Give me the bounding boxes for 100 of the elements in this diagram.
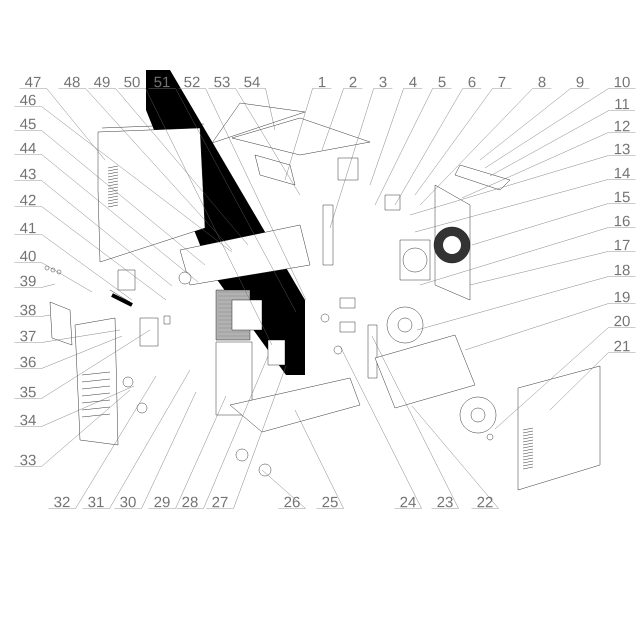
leader-line [41, 234, 132, 300]
leader-line [85, 88, 232, 250]
leader-line [265, 88, 276, 130]
callout-number: 53 [208, 76, 236, 89]
callout-number: 33 [14, 454, 42, 467]
leader-line [115, 88, 248, 246]
callout-number: 11 [608, 98, 636, 111]
callout-number: 20 [608, 316, 636, 328]
leader-line [233, 366, 286, 509]
callout-number: 29 [148, 496, 176, 509]
callout-number: 4 [403, 76, 423, 89]
leader-line [340, 346, 422, 509]
leader-line [141, 392, 196, 509]
leader-line [41, 330, 120, 343]
callout-number: 8 [532, 76, 552, 89]
leader-line [41, 386, 134, 427]
callout-number: 21 [608, 340, 636, 353]
leader-line [41, 330, 150, 399]
callout-number: 48 [58, 76, 86, 89]
callout-number: 35 [14, 386, 42, 399]
leader-line [550, 352, 609, 410]
callout-number: 47 [19, 76, 47, 89]
callout-number: 26 [278, 496, 306, 509]
leader-line [464, 303, 609, 350]
leader-line [75, 376, 156, 509]
callout-number: 25 [316, 496, 344, 509]
callout-number: 2 [343, 76, 363, 89]
leader-line [416, 276, 609, 330]
leader-line [284, 88, 313, 180]
leader-line [374, 88, 433, 206]
leader-line [41, 106, 232, 252]
leader-line [472, 203, 609, 246]
leader-line [394, 88, 463, 206]
callout-number: 37 [14, 330, 42, 343]
leader-line [484, 88, 609, 168]
callout-number: 41 [14, 222, 42, 235]
leader-line [235, 88, 300, 196]
callout-number: 43 [14, 168, 42, 181]
callout-number: 22 [471, 496, 499, 509]
callout-number: 40 [14, 250, 42, 263]
callout-number: 30 [114, 496, 142, 509]
leader-line [203, 356, 268, 509]
leader-line [462, 132, 609, 198]
leader-line [414, 179, 609, 232]
callout-number: 13 [608, 144, 636, 156]
callout-number: 15 [608, 192, 636, 204]
leader-line [330, 88, 374, 228]
callout-number: 38 [14, 304, 42, 317]
callout-number: 24 [394, 496, 422, 509]
leader-line [370, 88, 404, 186]
callout-number: 44 [14, 142, 42, 155]
leader-line [41, 336, 122, 369]
callout-number: 49 [88, 76, 116, 89]
callout-number: 7 [492, 76, 512, 89]
callout-number: 9 [570, 76, 590, 89]
leader-line [41, 314, 50, 317]
callout-number: 36 [14, 356, 42, 369]
leader-line [412, 406, 499, 509]
leader-line [41, 154, 198, 282]
leader-line [372, 336, 459, 509]
leader-line [490, 110, 610, 176]
callout-number: 45 [14, 118, 42, 131]
leader-line [41, 130, 206, 266]
callout-number: 51 [148, 76, 176, 89]
callout-number: 6 [462, 76, 482, 89]
callout-number: 18 [608, 264, 636, 277]
leader-line [494, 327, 609, 430]
leader-line [41, 206, 166, 300]
leader-line [262, 470, 306, 509]
leader-line [175, 396, 226, 509]
leader-line [175, 88, 296, 312]
leader-line [41, 390, 130, 467]
leader-line [41, 262, 92, 292]
leader-line [294, 410, 344, 509]
leader-line [205, 88, 306, 300]
callout-number: 46 [14, 94, 42, 107]
callout-number: 3 [373, 76, 393, 89]
leader-line [414, 88, 493, 196]
callout-number: 19 [608, 292, 636, 304]
leader-line [470, 251, 609, 286]
leader-line [410, 155, 609, 216]
leader-line [420, 227, 609, 286]
leader-line [480, 88, 571, 160]
callout-number: 54 [238, 76, 266, 89]
callout-number: 50 [118, 76, 146, 89]
callout-number: 52 [178, 76, 206, 89]
callout-number: 32 [48, 496, 76, 509]
callout-number: 42 [14, 194, 42, 207]
callout-number: 23 [431, 496, 459, 509]
callout-number: 34 [14, 414, 42, 427]
callout-number: 14 [608, 168, 636, 180]
callout-number: 27 [206, 496, 234, 509]
callout-number: 31 [82, 496, 110, 509]
leader-line [41, 284, 56, 288]
callout-number: 39 [14, 276, 42, 288]
callout-number: 28 [176, 496, 204, 509]
callout-number: 10 [608, 76, 636, 89]
leader-line [46, 88, 106, 160]
callout-number: 1 [312, 76, 332, 89]
callout-number: 17 [608, 240, 636, 252]
